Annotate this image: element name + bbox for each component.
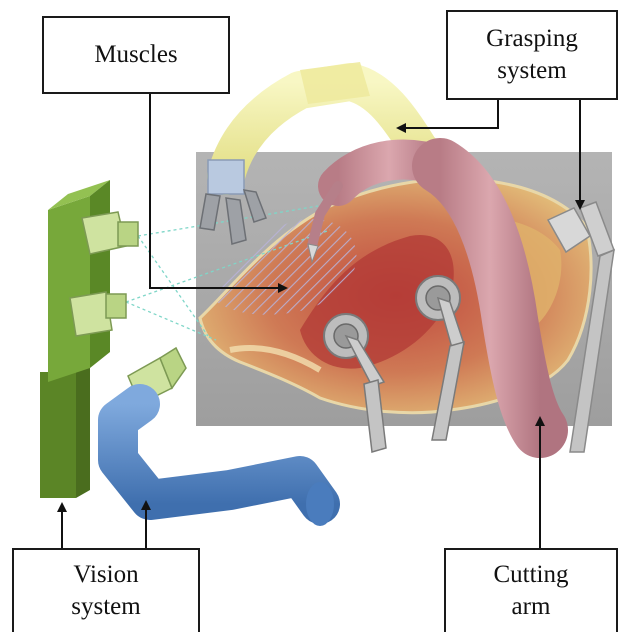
muscles-label-text: Muscles [94,39,177,71]
grasping-label-line2: system [486,55,578,87]
vision-label-line2: system [71,591,140,623]
grasping-system-label: Grasping system [446,10,618,100]
camera-middle [70,292,126,336]
cutting-label-line1: Cutting [493,559,568,591]
cutting-label-line2: arm [493,591,568,623]
vision-label-line1: Vision [71,559,140,591]
camera-upper [82,212,138,254]
grasping-label-line1: Grasping [486,23,578,55]
cutting-arm-label: Cutting arm [444,548,618,632]
muscles-label: Muscles [42,16,230,94]
vision-system-label: Vision system [12,548,200,632]
